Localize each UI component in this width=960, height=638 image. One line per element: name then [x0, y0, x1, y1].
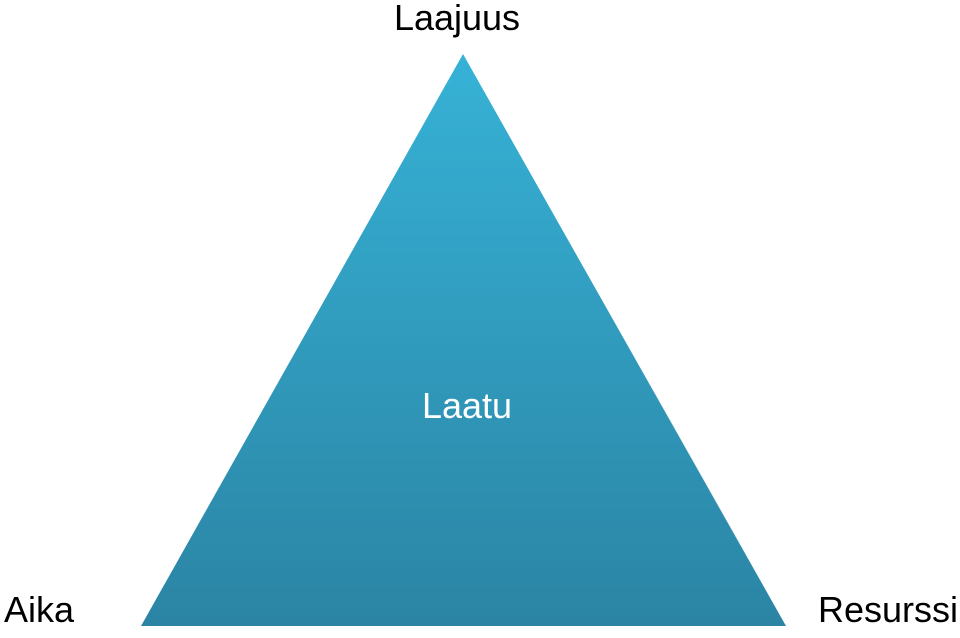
vertex-label-scope: Laajuus — [393, 0, 521, 38]
quality-triangle — [141, 54, 786, 626]
vertex-label-resources: Resurssi — [817, 589, 958, 630]
center-label-quality: Laatu — [421, 385, 513, 426]
vertex-label-time: Aika — [4, 589, 75, 630]
